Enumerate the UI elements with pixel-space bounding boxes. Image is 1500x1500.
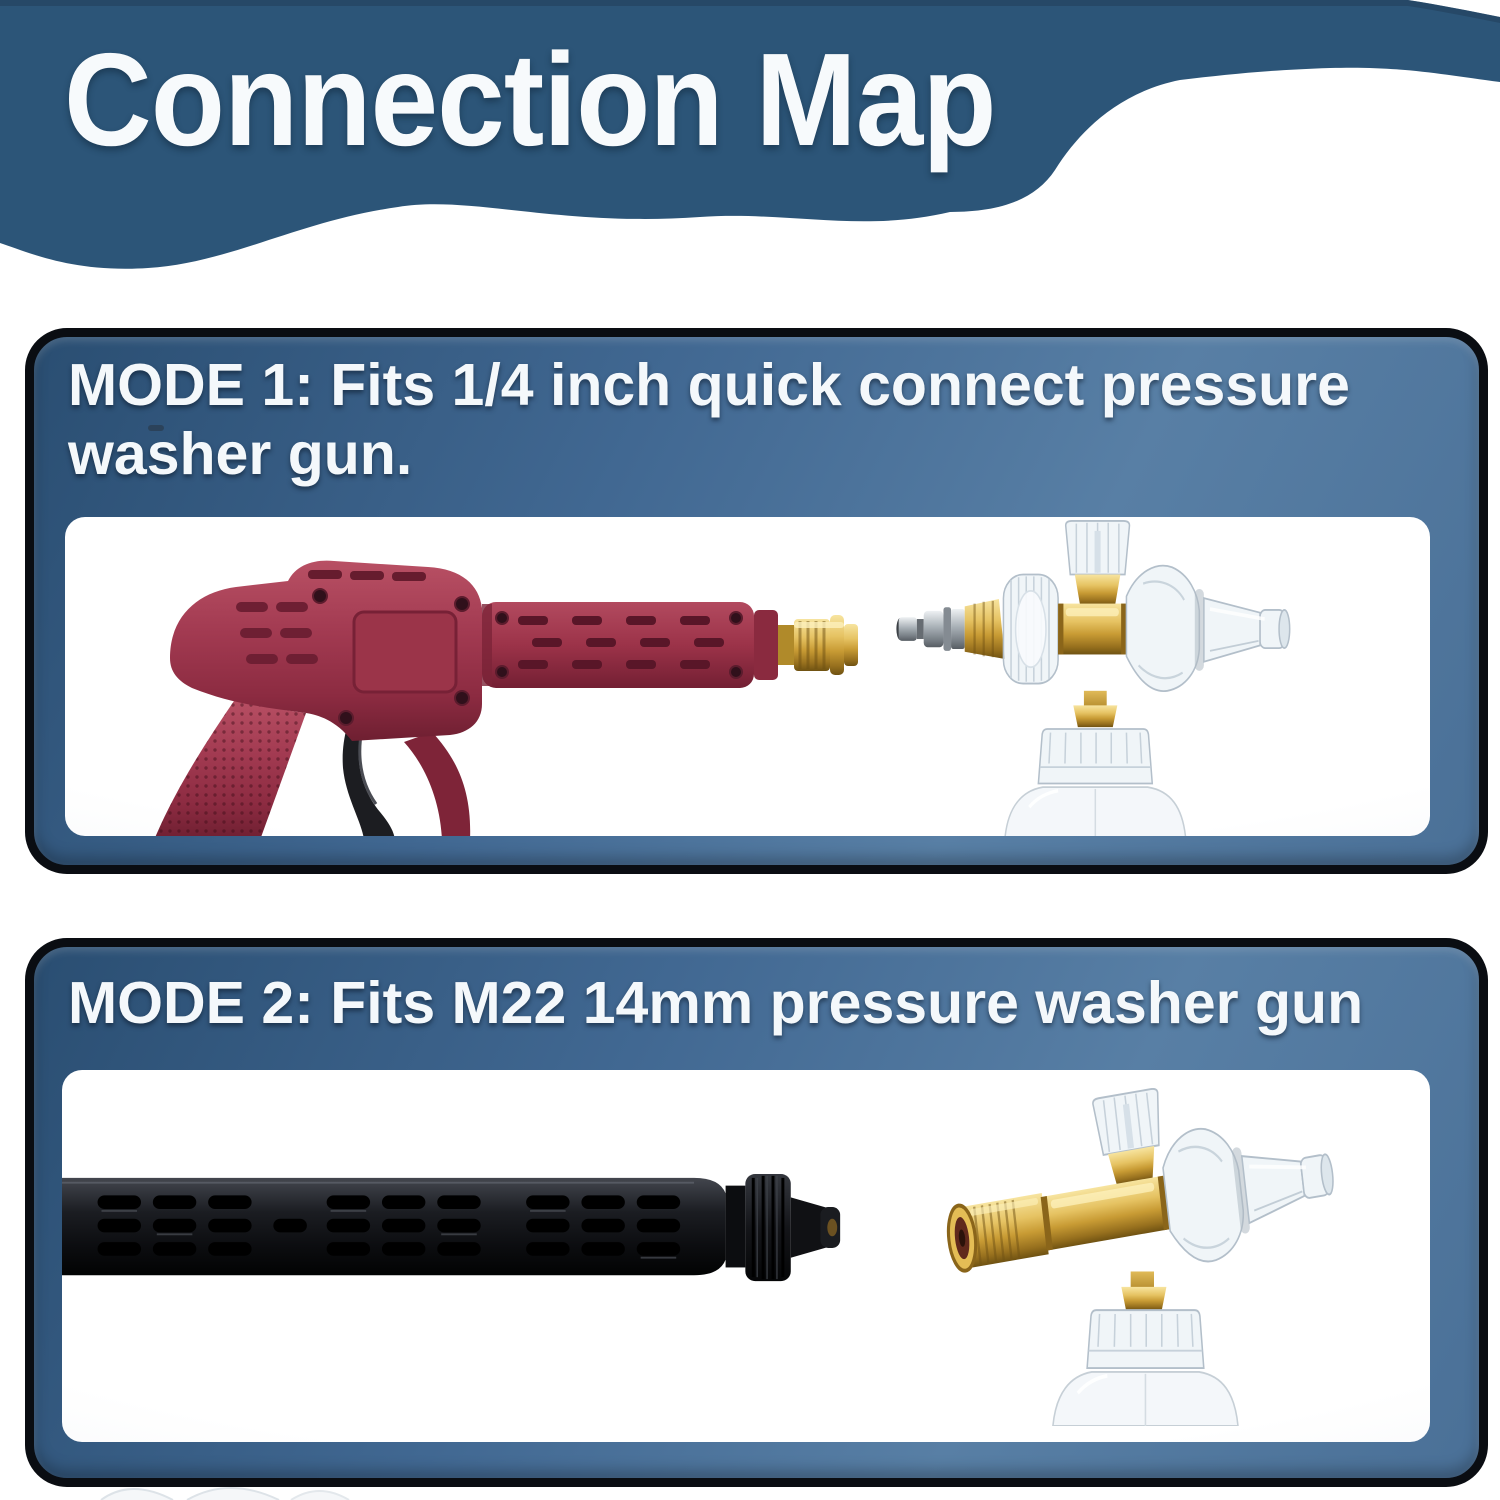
mode-1-photo — [65, 517, 1430, 836]
foam-cannon-quick-connect-image — [896, 520, 1291, 836]
mode-1-heading: MODE 1: Fits 1/4 inch quick connect pres… — [68, 352, 1350, 488]
foam-cannon-m22-image — [946, 1088, 1334, 1426]
page-title: Connection Map — [64, 26, 997, 173]
header-banner-wave — [0, 0, 1500, 269]
cropped-bottle-edge — [100, 1487, 350, 1500]
mode-1-panel: MODE 1: Fits 1/4 inch quick connect pres… — [25, 328, 1488, 874]
pressure-washer-gun-image — [155, 560, 858, 836]
stray-mark — [148, 425, 164, 431]
mode-2-panel: MODE 2: Fits M22 14mm pressure washer gu… — [25, 938, 1488, 1487]
pressure-washer-lance-image — [62, 1173, 841, 1282]
mode-2-heading: MODE 2: Fits M22 14mm pressure washer gu… — [68, 970, 1364, 1036]
mode-2-photo — [62, 1070, 1430, 1442]
